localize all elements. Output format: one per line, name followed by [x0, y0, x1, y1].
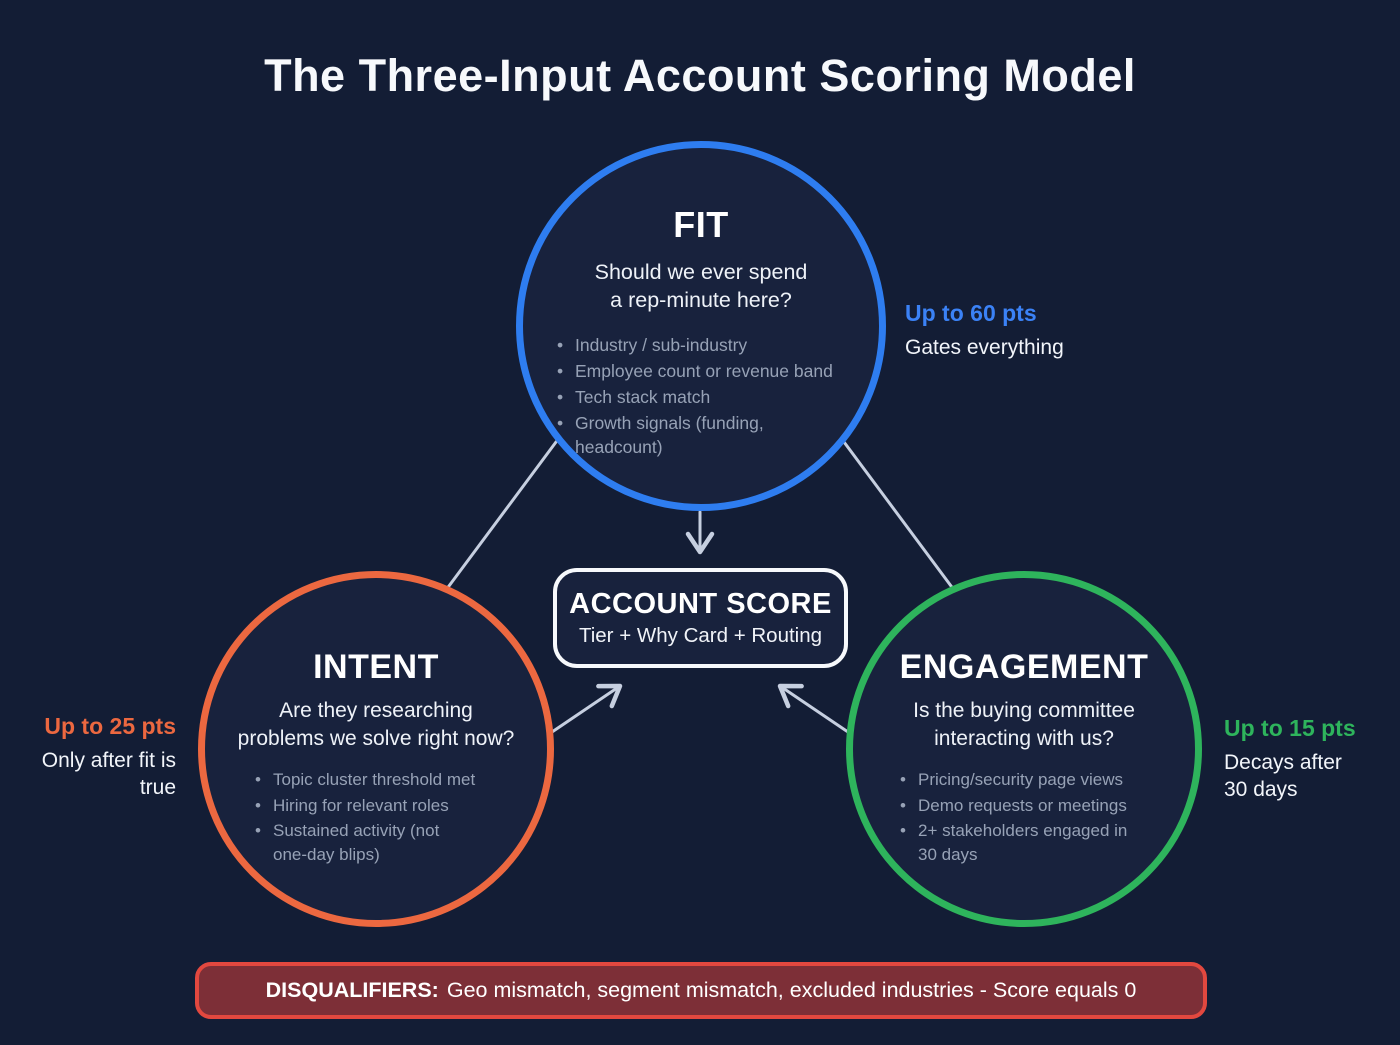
intent-bullet: Hiring for relevant roles	[251, 794, 501, 818]
fit-points-label: Up to 60 pts Gates everything	[905, 300, 1064, 361]
engagement-question: Is the buying committee interacting with…	[913, 699, 1135, 750]
intent-title: INTENT	[313, 648, 439, 686]
disqualifiers-banner: DISQUALIFIERS: Geo mismatch, segment mis…	[195, 962, 1207, 1019]
account-score-box: ACCOUNT SCORE Tier + Why Card + Routing	[553, 568, 848, 668]
engagement-title: ENGAGEMENT	[899, 648, 1149, 686]
fit-bullet-list: Industry / sub-industry Employee count o…	[553, 333, 849, 462]
disqualifiers-label: DISQUALIFIERS:	[265, 978, 439, 1002]
engagement-bullet: Demo requests or meetings	[896, 794, 1152, 818]
page-title: The Three-Input Account Scoring Model	[264, 50, 1136, 101]
account-score-title: ACCOUNT SCORE	[569, 588, 832, 620]
intent-points: Up to 25 pts	[44, 713, 176, 739]
fit-bullet: Employee count or revenue band	[553, 359, 849, 383]
intent-points-label: Up to 25 pts Only after fit is true	[20, 713, 176, 802]
engagement-bullet: 2+ stakeholders engaged in 30 days	[896, 819, 1152, 866]
intent-bullet-list: Topic cluster threshold met Hiring for r…	[251, 768, 501, 868]
engagement-to-score-arrow	[777, 683, 850, 734]
account-score-subtitle: Tier + Why Card + Routing	[578, 624, 823, 647]
engagement-points-note: Decays after 30 days	[1224, 751, 1342, 802]
fit-title: FIT	[673, 204, 729, 245]
fit-engagement-line	[842, 440, 956, 592]
engagement-circle: ENGAGEMENT Is the buying committee inter…	[846, 571, 1202, 927]
fit-bullet: Growth signals (funding, headcount)	[553, 411, 849, 459]
fit-circle: FIT Should we ever spend a rep-minute he…	[516, 141, 886, 511]
fit-points: Up to 60 pts	[905, 300, 1037, 326]
disqualifiers-text: Geo mismatch, segment mismatch, excluded…	[446, 978, 1137, 1002]
engagement-bullet: Pricing/security page views	[896, 768, 1152, 792]
intent-bullet: Topic cluster threshold met	[251, 768, 501, 792]
intent-question: Are they researching problems we solve r…	[237, 699, 515, 750]
engagement-points: Up to 15 pts	[1224, 715, 1356, 741]
intent-points-note: Only after fit is true	[41, 749, 176, 800]
fit-bullet: Tech stack match	[553, 385, 849, 409]
intent-bullet: Sustained activity (not one-day blips)	[251, 819, 501, 866]
intent-to-score-arrow	[550, 683, 623, 734]
intent-circle: INTENT Are they researching problems we …	[198, 571, 554, 927]
engagement-points-label: Up to 15 pts Decays after 30 days	[1224, 715, 1394, 804]
engagement-bullet-list: Pricing/security page views Demo request…	[896, 768, 1152, 868]
fit-bullet: Industry / sub-industry	[553, 333, 849, 357]
fit-points-note: Gates everything	[905, 336, 1064, 359]
fit-question: Should we ever spend a rep-minute here?	[594, 260, 808, 313]
fit-intent-line	[444, 440, 558, 592]
